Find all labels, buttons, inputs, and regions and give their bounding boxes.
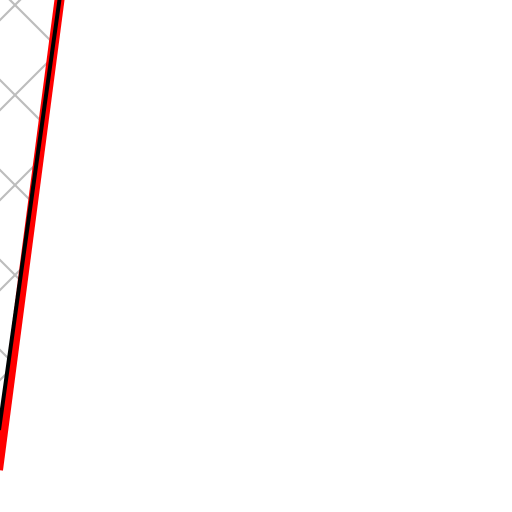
hatch-line — [0, 39, 58, 161]
hatch-line — [0, 119, 58, 241]
hatch-line — [0, 0, 58, 71]
boundary-line-inner — [0, 0, 62, 431]
hatch-line — [0, 29, 58, 151]
hatch-line — [0, 129, 58, 251]
